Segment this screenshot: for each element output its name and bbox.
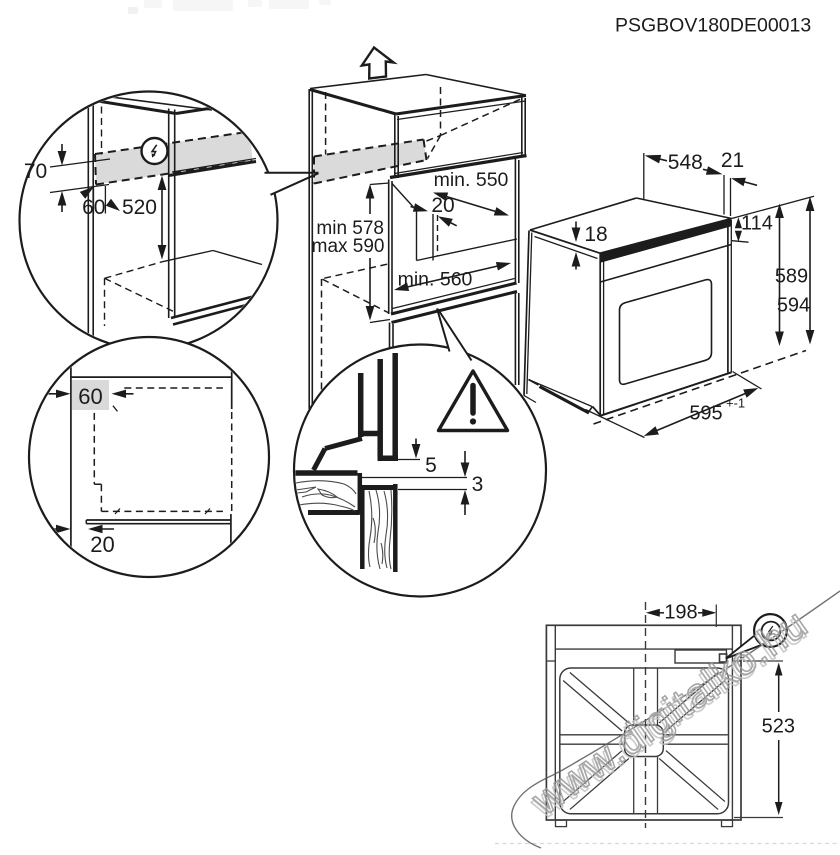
- svg-text:595: 595: [689, 403, 722, 425]
- svg-text:198: 198: [664, 602, 697, 624]
- svg-text:594: 594: [777, 295, 810, 317]
- svg-text:523: 523: [762, 716, 795, 738]
- svg-text:3: 3: [472, 473, 484, 496]
- svg-text:70: 70: [24, 160, 47, 183]
- svg-text:18: 18: [584, 223, 607, 246]
- svg-text:589: 589: [775, 266, 808, 288]
- svg-text:548: 548: [668, 151, 703, 174]
- svg-text:20: 20: [90, 532, 114, 557]
- svg-text:520: 520: [122, 196, 157, 219]
- svg-text:PSGBOV180DE00013: PSGBOV180DE00013: [615, 15, 811, 37]
- svg-text:60: 60: [78, 384, 102, 409]
- svg-text:+-1: +-1: [726, 396, 745, 411]
- svg-text:min 578: min 578: [316, 218, 384, 239]
- svg-text:5: 5: [425, 454, 437, 477]
- svg-text:min. 550: min. 550: [434, 169, 509, 191]
- svg-text:max 590: max 590: [312, 236, 385, 257]
- svg-text:21: 21: [721, 149, 744, 172]
- svg-text:114: 114: [741, 213, 773, 235]
- svg-text:20: 20: [431, 194, 454, 217]
